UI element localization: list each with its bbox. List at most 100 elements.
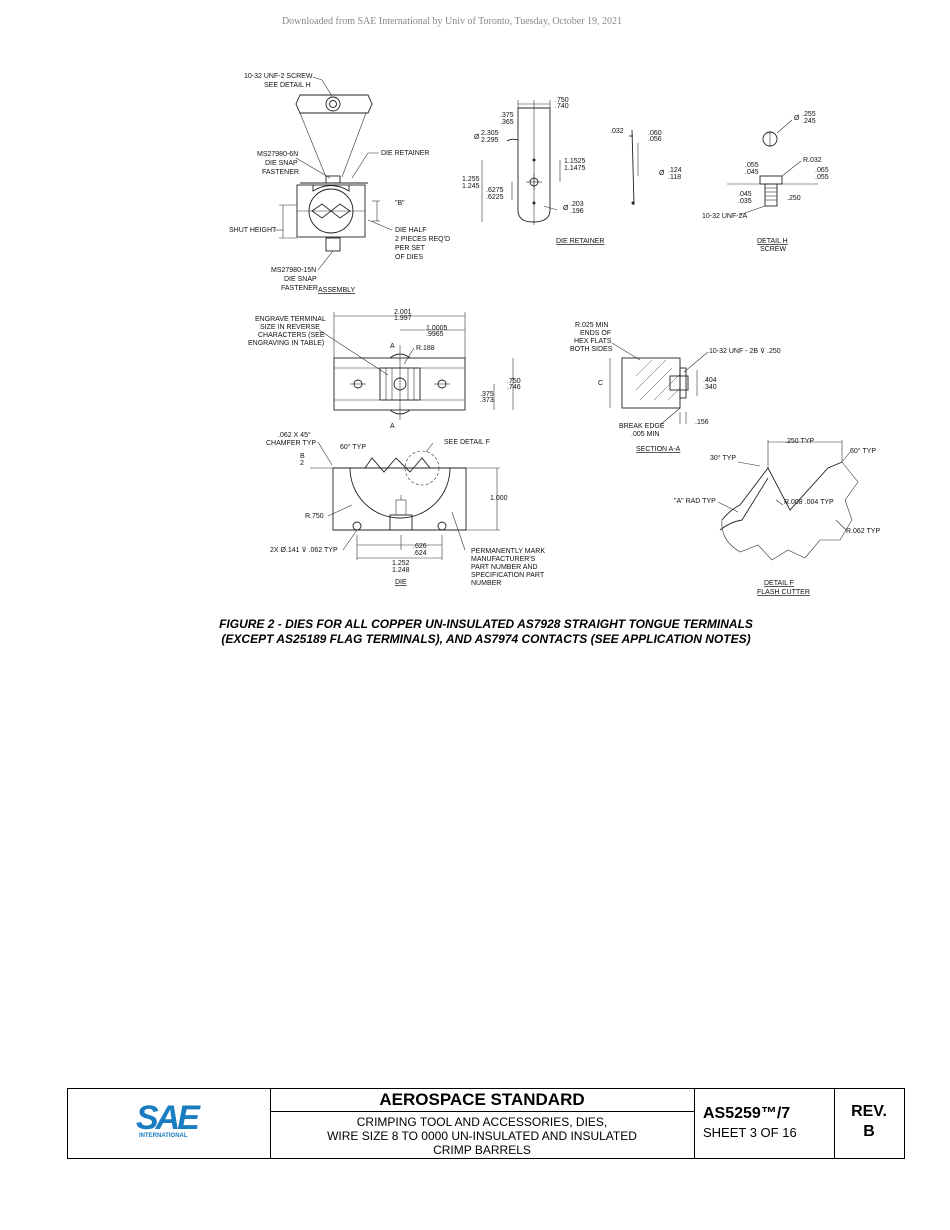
- top-overall-a: 2.001: [394, 309, 412, 316]
- die-caption: DIE: [395, 579, 407, 586]
- document-number-cell: AS5259™/7 SHEET 3 OF 16: [694, 1089, 835, 1158]
- top-half-b: .9965: [426, 331, 444, 338]
- die-spacing-b: 1.248: [392, 567, 410, 574]
- detail-f-caption-1: DETAIL F: [764, 580, 794, 587]
- engrave-note-1: ENGRAVE TERMINAL: [255, 316, 326, 323]
- die-half-2: 2 PIECES REQ'D: [395, 236, 450, 243]
- retainer-dia-a: 2.305: [481, 130, 499, 137]
- assembly-caption: ASSEMBLY: [318, 287, 356, 294]
- svg-text:Ø: Ø: [563, 205, 569, 212]
- svg-text:Ø: Ø: [659, 170, 665, 177]
- detail-f-view: .250 TYP 30° TYP 60° TYP "A" RAD TYP R.0…: [674, 438, 880, 596]
- engrave-note-3: CHARACTERS (SEE: [258, 332, 325, 339]
- retainer-offset-a: .375: [500, 112, 514, 119]
- retainer-center-a: .6275: [486, 187, 504, 194]
- top-radius: R.188: [416, 345, 435, 352]
- svg-text:Ø: Ø: [794, 115, 800, 122]
- section-depth: .156: [695, 419, 709, 426]
- download-notice: Downloaded from SAE International by Uni…: [281, 16, 623, 27]
- h-step-b: .055: [815, 174, 829, 181]
- assembly-view: 10-32 UNF-2 SCREW SEE DETAIL H MS27980-6…: [229, 73, 450, 294]
- chamfer-2: CHAMFER TYP: [266, 440, 316, 447]
- die-center-b: .624: [413, 550, 427, 557]
- snap-fastener-top-3: FASTENER: [262, 169, 299, 176]
- engineering-drawing: 10-32 UNF-2 SCREW SEE DETAIL H MS27980-6…: [229, 73, 880, 596]
- h-length: .250: [787, 195, 801, 202]
- mark-note-2: MANUFACTURER'S: [471, 556, 536, 563]
- f-width: .250 TYP: [785, 438, 814, 445]
- h-radius: R.032: [803, 157, 822, 164]
- standard-subtitle: CRIMPING TOOL AND ACCESSORIES, DIES, WIR…: [270, 1112, 694, 1157]
- retainer-hole-b: .196: [570, 208, 584, 215]
- subtitle-line-2: WIRE SIZE 8 TO 0000 UN-INSULATED AND INS…: [327, 1129, 637, 1143]
- chamfer-1: .062 X 45°: [278, 431, 311, 439]
- detail-h-caption-1: DETAIL H: [757, 238, 788, 245]
- die-spacing-a: 1.252: [392, 560, 410, 567]
- die-top-view: ENGRAVE TERMINAL SIZE IN REVERSE CHARACT…: [248, 309, 521, 430]
- mark-note-4: SPECIFICATION PART: [471, 572, 545, 579]
- engrave-note-2: SIZE IN REVERSE: [260, 324, 320, 331]
- die-retainer-callout: DIE RETAINER: [381, 150, 430, 157]
- retainer-spacing-a: 1.1525: [564, 158, 586, 165]
- h-head-dia-b: .245: [802, 118, 816, 125]
- retainer-thk-a: .032: [610, 128, 624, 135]
- retainer-offset-b: .365: [500, 119, 514, 126]
- die-b-2: 2: [300, 460, 304, 467]
- section-radius-4: BOTH SIDES: [570, 346, 613, 353]
- retainer-hole-a: .203: [570, 201, 584, 208]
- document-number: AS5259™/7: [703, 1105, 791, 1122]
- section-bore-a: .404: [703, 377, 717, 384]
- title-center-cell: AEROSPACE STANDARD CRIMPING TOOL AND ACC…: [270, 1089, 695, 1158]
- figure-caption-line-2: (EXCEPT AS25189 FLAG TERMINALS), AND AS7…: [221, 632, 751, 646]
- standard-header: AEROSPACE STANDARD: [270, 1089, 694, 1112]
- die-angle: 60° TYP: [340, 443, 366, 451]
- die-retainer-view: .750 .740 .375 .365 2.305 2.295 Ø 1.1525…: [462, 97, 682, 245]
- retainer-width-b: .740: [555, 103, 569, 110]
- detail-h-caption-2: SCREW: [760, 246, 786, 253]
- snap-fastener-bottom-2: DIE SNAP: [284, 276, 317, 283]
- f-radius-large: R.062 TYP: [846, 528, 880, 535]
- h-step-a: .065: [815, 167, 829, 174]
- h-thread: 10-32 UNF-2A: [702, 213, 747, 220]
- f-angle-right: 60° TYP: [850, 447, 876, 455]
- sae-logo-cell: SAE INTERNATIONAL: [68, 1089, 271, 1158]
- figure-caption: FIGURE 2 - DIES FOR ALL COPPER UN-INSULA…: [0, 617, 950, 647]
- die-holes: 2X Ø.141 ⊽ .062 TYP: [270, 546, 338, 554]
- mark-note-3: PART NUMBER AND: [471, 564, 538, 571]
- retainer-spacing-b: 1.1475: [564, 165, 586, 172]
- top-height-b: .746: [507, 384, 521, 391]
- retainer-dia-b: 2.295: [481, 137, 499, 144]
- subtitle-line-3: CRIMP BARRELS: [433, 1143, 531, 1157]
- retainer-thk-b1: .060: [648, 130, 662, 137]
- section-aa-caption: SECTION A-A: [636, 446, 681, 453]
- retainer-side-dia-b: .118: [668, 174, 681, 181]
- sheet-number: SHEET 3 OF 16: [703, 1125, 797, 1140]
- h-head-dia-a: .255: [802, 111, 816, 118]
- h-head-h-a: .055: [745, 162, 759, 169]
- section-radius-3: HEX FLATS: [574, 338, 612, 345]
- retainer-width-a: .750: [555, 97, 569, 104]
- section-c-label: C: [598, 380, 603, 387]
- retainer-center-b: .6225: [486, 194, 504, 201]
- shut-height-label: SHUT HEIGHT: [229, 227, 277, 234]
- die-half-4: OF DIES: [395, 254, 423, 261]
- die-b-1: B: [300, 453, 305, 460]
- section-radius-2: ENDS OF: [580, 330, 611, 337]
- screw-callout-2: SEE DETAIL H: [264, 82, 311, 89]
- detail-h-view: Ø .255 .245 .055 .045 R.032 .065 .055 .0…: [702, 111, 829, 253]
- die-half-3: PER SET: [395, 245, 426, 252]
- section-radius-1: R.025 MIN: [575, 322, 608, 329]
- h-head-h-b: .045: [745, 169, 759, 176]
- revision-cell: REV. B: [834, 1089, 904, 1158]
- die-retainer-caption: DIE RETAINER: [556, 238, 605, 245]
- break-edge-2: .005 MIN: [631, 431, 659, 438]
- top-half-a: 1.0005: [426, 325, 448, 332]
- top-overall-b: 1.997: [394, 315, 412, 322]
- h-shank-b: .035: [738, 198, 752, 205]
- snap-fastener-top-2: DIE SNAP: [265, 160, 298, 167]
- sae-logo-mark: SAE: [136, 1099, 201, 1137]
- sae-logo-subtitle: INTERNATIONAL: [139, 1133, 188, 1139]
- die-radius: R.750: [305, 513, 324, 520]
- top-height-a: .750: [507, 378, 521, 385]
- section-aa-view: R.025 MIN ENDS OF HEX FLATS BOTH SIDES 1…: [570, 322, 781, 453]
